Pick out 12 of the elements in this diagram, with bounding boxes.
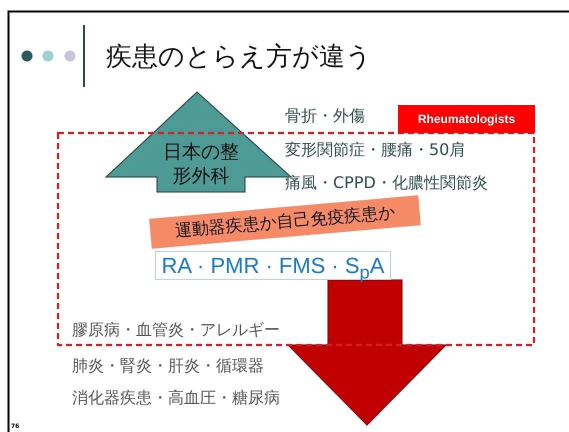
disease-list-text: 消化器疾患・高血圧・糖尿病	[72, 388, 280, 408]
heading-tab: Rheumatologists	[398, 105, 535, 133]
disease-list-text: 痛風・CPPD・化膿性関節炎	[285, 173, 488, 193]
tilted-banner	[149, 195, 421, 249]
disease-list-text: 膠原病・血管炎・アレルギー	[72, 320, 280, 340]
dashed-region	[57, 105, 535, 346]
slide-title: 疾患のとらえ方が違う	[106, 41, 372, 74]
disease-list-text: 骨折・外傷	[285, 106, 365, 126]
arrow-label: 日本の整形外科	[162, 140, 240, 188]
disease-list-text: 肺炎・腎炎・肝炎・循環器	[72, 356, 264, 376]
banner-text: 運動器疾患か自己免疫疾患か	[173, 201, 397, 244]
disease-list-text: 変形関節症・腰痛・50肩	[285, 140, 466, 160]
